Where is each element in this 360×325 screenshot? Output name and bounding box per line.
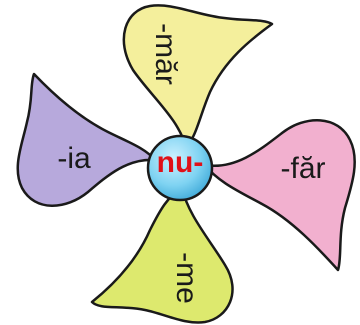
petal-left: -ia: [16, 72, 157, 207]
petal-right: -făr: [203, 119, 356, 272]
petal-left-shape: [16, 72, 157, 207]
petal-bottom-label: -me: [170, 252, 203, 304]
petal-right-shape: [203, 119, 356, 272]
center-hub: nu-: [146, 134, 214, 202]
petal-bottom: -me: [90, 186, 234, 324]
petal-top: -măr: [122, 4, 274, 150]
petal-bottom-shape: [90, 186, 234, 324]
petal-left-label: -ia: [57, 142, 91, 175]
petal-right-label: -făr: [281, 152, 326, 185]
petal-top-label: -măr: [149, 23, 182, 85]
petal-top-shape: [122, 4, 274, 150]
center-prefix-label: nu-: [157, 146, 204, 179]
center-hub-circle: [146, 134, 214, 202]
